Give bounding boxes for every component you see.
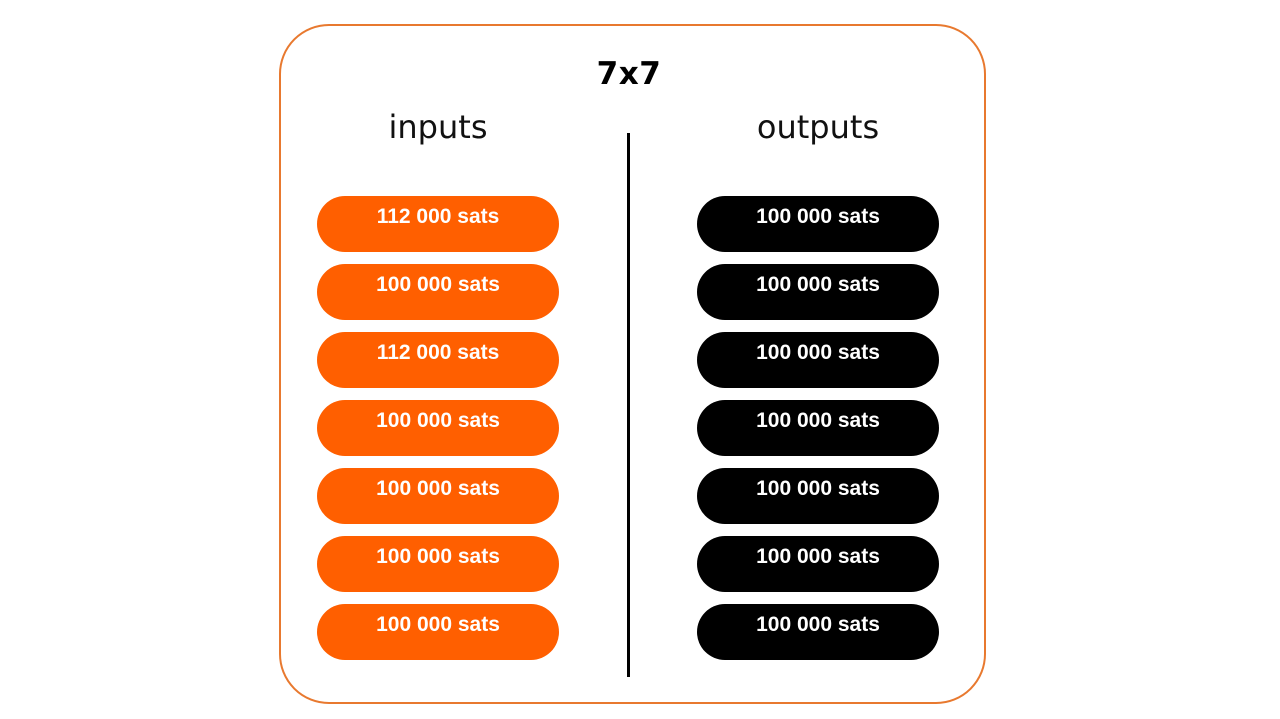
input-pill: 100 000 sats [317, 604, 559, 660]
column-divider [627, 133, 630, 677]
input-pill: 100 000 sats [317, 400, 559, 456]
input-pill: 100 000 sats [317, 536, 559, 592]
inputs-list: 112 000 sats 100 000 sats 112 000 sats 1… [317, 196, 559, 660]
input-pill: 100 000 sats [317, 468, 559, 524]
outputs-list: 100 000 sats 100 000 sats 100 000 sats 1… [697, 196, 939, 660]
input-pill: 112 000 sats [317, 332, 559, 388]
output-pill: 100 000 sats [697, 536, 939, 592]
output-pill: 100 000 sats [697, 196, 939, 252]
output-pill: 100 000 sats [697, 400, 939, 456]
input-pill: 112 000 sats [317, 196, 559, 252]
output-pill: 100 000 sats [697, 468, 939, 524]
output-pill: 100 000 sats [697, 264, 939, 320]
diagram-title: 7x7 [596, 56, 662, 92]
outputs-heading: outputs [756, 108, 880, 146]
input-pill: 100 000 sats [317, 264, 559, 320]
inputs-heading: inputs [388, 108, 488, 146]
output-pill: 100 000 sats [697, 332, 939, 388]
output-pill: 100 000 sats [697, 604, 939, 660]
